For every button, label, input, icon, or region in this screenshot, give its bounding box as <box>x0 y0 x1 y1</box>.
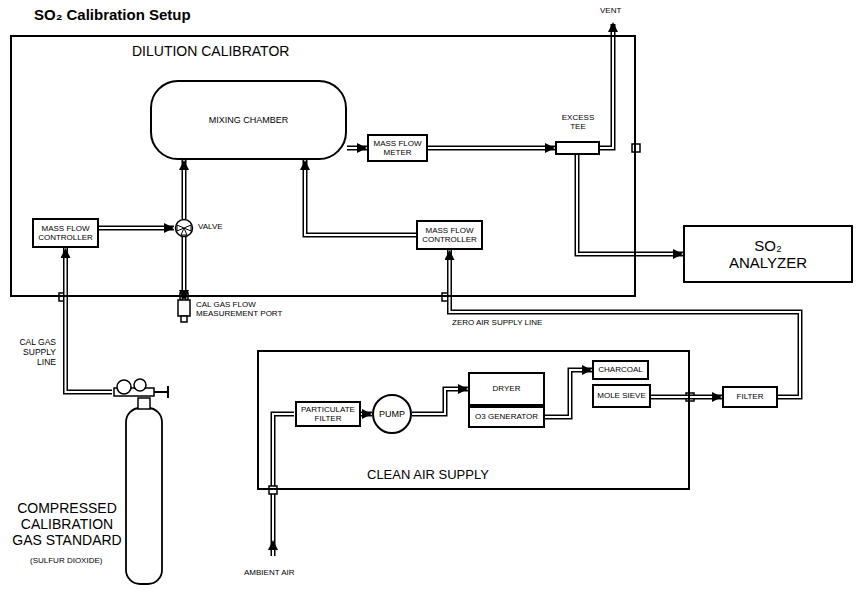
process-box: DRYER <box>468 372 545 406</box>
pipe-inner <box>428 147 555 149</box>
process-box: SO₂ ANALYZER <box>683 225 853 283</box>
line-label: AMBIENT AIR <box>244 568 295 577</box>
pipe-connector <box>99 228 174 229</box>
node-text: MIXING CHAMBER <box>209 115 289 125</box>
gas-cylinder: COMPRESSED CALIBRATION GAS STANDARD(SULF… <box>112 378 180 586</box>
pipe-outer <box>305 160 416 235</box>
node-text: PUMP <box>379 409 405 419</box>
node-text: FILTER <box>737 392 764 401</box>
process-box: PUMP <box>372 394 412 434</box>
node-text: COMPRESSED CALIBRATION GAS STANDARD <box>6 500 128 548</box>
port-symbol: CAL GAS FLOW MEASUREMENT PORT <box>178 300 190 322</box>
pipe-arrowhead <box>651 397 722 398</box>
pipe-arrowhead <box>184 237 185 300</box>
node-text: CAL GAS FLOW MEASUREMENT PORT <box>196 300 286 318</box>
pipe-outer <box>428 146 555 151</box>
pipe-outer <box>577 155 683 254</box>
pipe-inner <box>99 227 174 229</box>
process-box: EXCESS TEE <box>555 141 600 155</box>
pipe-inner <box>66 248 113 392</box>
pipe-arrowhead <box>347 148 367 149</box>
pipe-arrowhead <box>428 148 555 149</box>
pipe-inner <box>347 147 367 149</box>
node-text: O3 GENERATOR <box>475 412 538 421</box>
pipe-connector <box>651 397 722 398</box>
pipe-inner <box>183 237 185 300</box>
process-box: MASS FLOW CONTROLLER <box>416 220 483 250</box>
pipe-arrowhead <box>305 160 416 235</box>
cyl-drawing <box>112 378 180 586</box>
pipe-connector <box>361 414 372 415</box>
node-text: DILUTION CALIBRATOR <box>132 43 289 59</box>
port-drawing <box>178 300 190 322</box>
pipe-connector <box>545 370 592 417</box>
process-box: MOLE SIEVE <box>592 384 651 408</box>
pipe-outer <box>412 389 468 414</box>
pipe-connector <box>412 389 468 414</box>
node-text: EXCESS TEE <box>561 113 595 131</box>
pipe-inner <box>577 155 683 254</box>
node-text: MOLE SIEVE <box>597 391 645 400</box>
pipe-outer <box>66 248 113 392</box>
pipe-outer <box>361 412 372 417</box>
line-label: VENT <box>600 6 621 15</box>
pipe-outer <box>545 370 592 417</box>
process-box: FILTER <box>722 386 778 408</box>
line-label: ZERO AIR SUPPLY LINE <box>452 318 542 327</box>
process-box: MIXING CHAMBER <box>150 80 347 160</box>
pipe-connector <box>347 148 367 149</box>
pipe-outer <box>347 146 367 151</box>
pipe-inner <box>183 160 185 219</box>
node-text: MASS FLOW CONTROLLER <box>37 224 94 242</box>
vent-pipe <box>600 22 613 148</box>
pipe-inner <box>305 160 416 235</box>
valve-symbol: VALVE <box>174 219 194 237</box>
pipe-arrowhead <box>184 160 185 219</box>
node-text: PARTICULATE FILTER <box>300 405 356 423</box>
pipe-inner <box>545 370 592 417</box>
pipe-arrowhead <box>66 248 113 392</box>
pipe-connector <box>66 248 113 392</box>
pipe-inner <box>412 389 468 414</box>
pipe-arrowhead <box>545 370 592 417</box>
process-box: MASS FLOW METER <box>367 134 428 162</box>
node-text: CHARCOAL <box>598 365 642 374</box>
pipe-arrowhead <box>99 228 174 229</box>
node-text: (SULFUR DIOXIDE) <box>30 556 102 565</box>
process-box: MASS FLOW CONTROLLER <box>32 218 99 248</box>
process-box: PARTICULATE FILTER <box>295 401 361 427</box>
pipe-inner <box>361 413 372 415</box>
pipe-connector <box>184 160 185 219</box>
node-text: MASS FLOW CONTROLLER <box>421 226 478 244</box>
node-text: CLEAN AIR SUPPLY <box>367 468 489 483</box>
pipe-arrowhead <box>412 389 468 414</box>
pipe-outer <box>182 237 187 300</box>
diagram-title: SO₂ Calibration Setup <box>34 6 191 23</box>
pipe-inner <box>651 396 722 398</box>
pipe-outer <box>99 226 174 231</box>
pipe-arrowhead <box>577 155 683 254</box>
node-text: MASS FLOW METER <box>372 139 423 157</box>
line-label: CAL GAS SUPPLY LINE <box>12 338 56 367</box>
process-box: CHARCOAL <box>592 360 649 380</box>
process-box: O3 GENERATOR <box>468 406 545 428</box>
valve-drawing <box>174 219 194 237</box>
node-text: DRYER <box>493 384 521 393</box>
process-box: DILUTION CALIBRATOR MIXING CHAMBER MASS FL… <box>10 35 636 297</box>
process-box: CLEAN AIR SUPPLY PARTICULATE FILTER PUMP DR… <box>257 350 690 490</box>
pipe-outer <box>182 160 187 219</box>
pipe-connector <box>428 148 555 149</box>
pipe-connector <box>577 155 683 254</box>
pipe-outer <box>651 395 722 400</box>
node-text: VALVE <box>198 222 223 231</box>
pipe-connector <box>305 160 416 235</box>
pipe-connector <box>184 237 185 300</box>
pipe-arrowhead <box>361 414 372 415</box>
node-text: SO₂ ANALYZER <box>723 237 813 272</box>
